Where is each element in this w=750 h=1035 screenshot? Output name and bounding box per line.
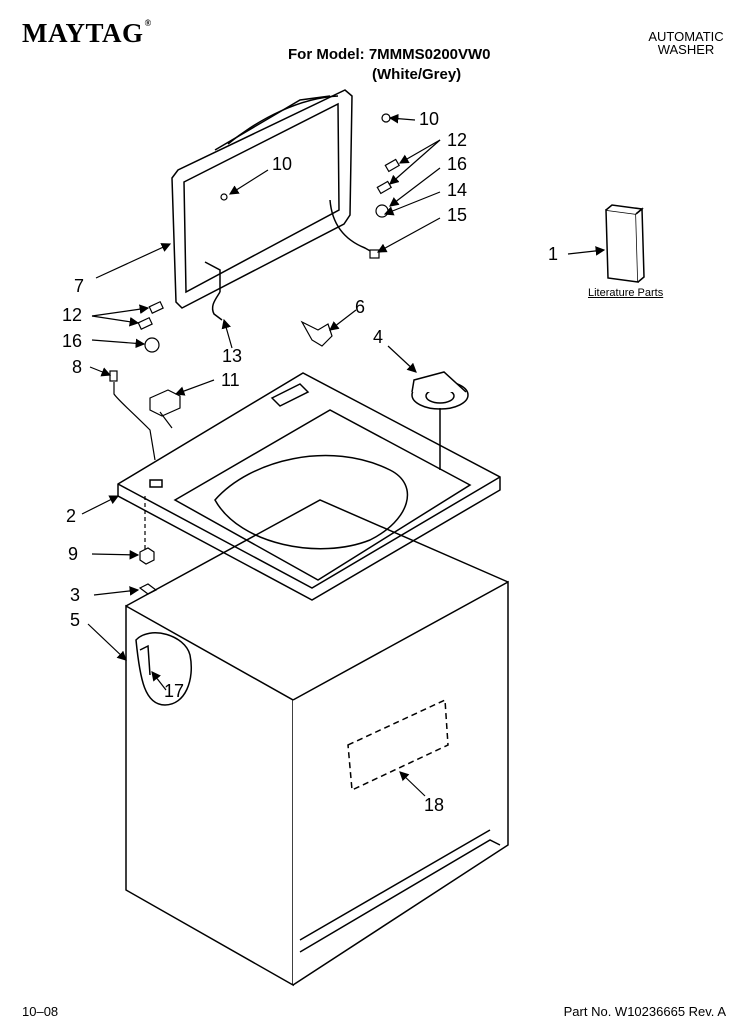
callout-16-left: 16 (62, 331, 82, 351)
callout-8: 8 (72, 357, 82, 377)
hinge-bracket (300, 320, 333, 347)
callout-11: 11 (221, 370, 240, 390)
callout-15: 15 (447, 205, 467, 225)
callout-9: 9 (68, 544, 78, 564)
revision-date: 10–08 (22, 1004, 59, 1019)
leader-lines (81, 113, 606, 797)
callout-6: 6 (355, 297, 365, 317)
appliance-type-line1: AUTOMATIC (648, 29, 724, 44)
brand-logo: MAYTAG® (22, 18, 152, 49)
literature-booklet (605, 204, 645, 283)
brand-name: MAYTAG (22, 18, 144, 48)
model-number: For Model: 7MMMS0200VW0 (288, 46, 491, 63)
registered-mark: ® (144, 18, 152, 28)
callout-10-lid: 10 (272, 154, 292, 174)
washer-lid (171, 89, 373, 321)
washer-cabinet (125, 499, 509, 987)
top-cover (117, 372, 501, 601)
appliance-type-line2: WASHER (657, 42, 715, 57)
callout-16-top: 16 (447, 154, 467, 174)
appliance-type: AUTOMATIC WASHER (640, 30, 732, 56)
callout-12-left: 12 (62, 305, 82, 325)
callout-17: 17 (164, 681, 184, 701)
callout-18: 18 (424, 795, 444, 815)
part-number: Part No. W10236665 Rev. A (563, 1004, 726, 1019)
model-variant: (White/Grey) (372, 66, 462, 83)
bleach-dispenser (411, 371, 469, 470)
callout-7: 7 (74, 276, 84, 296)
callout-4: 4 (373, 327, 383, 347)
literature-parts-label: Literature Parts (588, 287, 664, 299)
callout-1: 1 (548, 244, 558, 264)
callout-3: 3 (70, 585, 80, 605)
callout-14: 14 (447, 180, 467, 200)
callout-10-top: 10 (419, 109, 439, 129)
callout-numbers: 10 12 16 14 15 10 1 7 12 16 13 6 4 8 11 … (62, 109, 558, 815)
callout-5: 5 (70, 610, 80, 630)
callout-13: 13 (222, 346, 242, 366)
callout-2: 2 (66, 506, 76, 526)
callout-12-top: 12 (447, 130, 467, 150)
lid-switch (113, 382, 181, 461)
